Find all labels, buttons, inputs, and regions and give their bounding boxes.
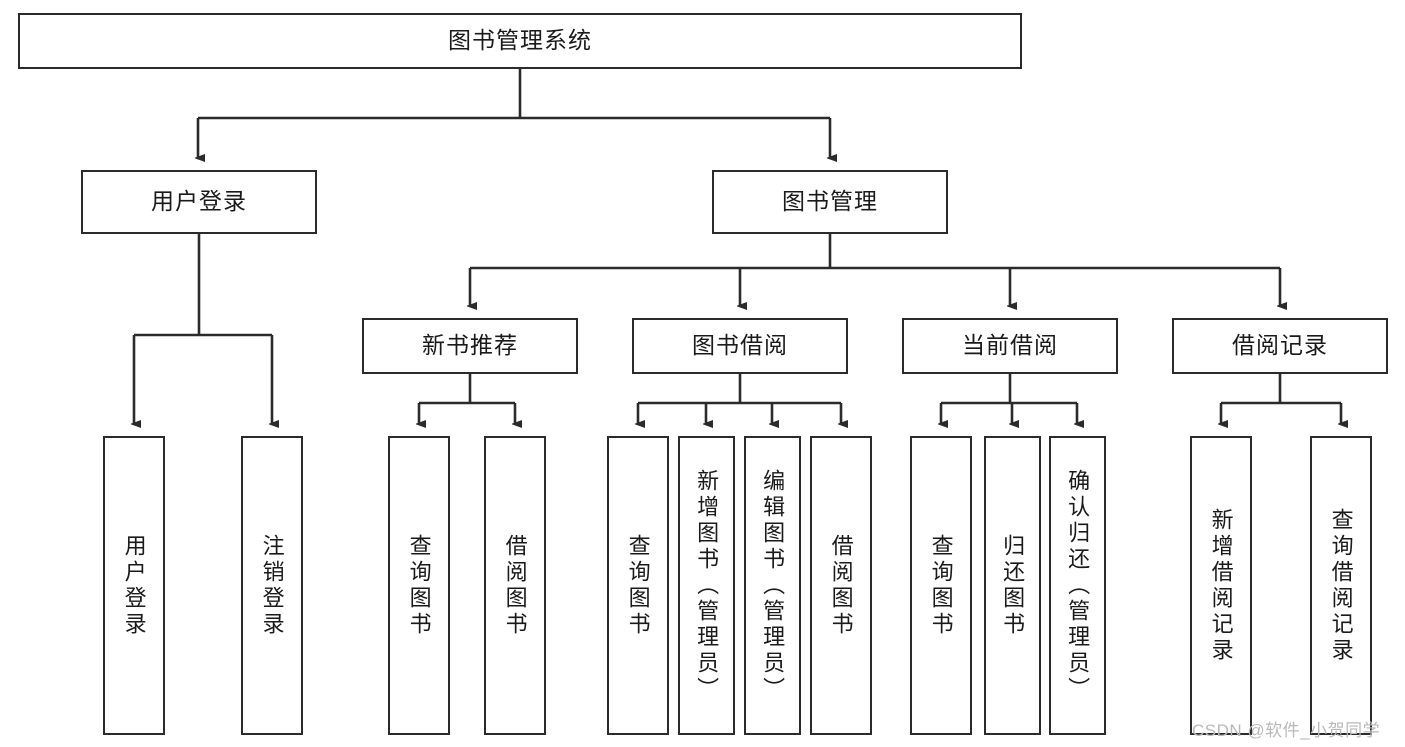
node-root-label: 图书管理系统: [448, 27, 592, 54]
leaf-query-book-recommend-label: 查询图书: [406, 533, 432, 638]
node-current-borrow[interactable]: 当前借阅: [902, 318, 1118, 374]
leaf-borrow-book[interactable]: 借阅图书: [810, 436, 872, 735]
leaf-confirm-return-admin-label: 确认归还（管理员）: [1065, 468, 1091, 703]
node-book-management[interactable]: 图书管理: [712, 170, 948, 234]
node-user-login-label: 用户登录: [151, 188, 247, 215]
leaf-query-book-borrow[interactable]: 查询图书: [607, 436, 669, 735]
edge-root-to-level2: [198, 69, 830, 158]
leaf-query-book-recommend[interactable]: 查询图书: [388, 436, 450, 735]
csdn-watermark: CSDN @软件_小贺同学: [1192, 721, 1381, 740]
leaf-query-book-borrow-label: 查询图书: [625, 533, 651, 638]
edge-bookmgmt-to-level3: [470, 234, 1280, 306]
node-user-login[interactable]: 用户登录: [81, 170, 317, 234]
node-new-book-recommend[interactable]: 新书推荐: [362, 318, 578, 374]
node-current-borrow-label: 当前借阅: [962, 332, 1058, 359]
leaf-logout-label: 注销登录: [259, 533, 285, 638]
leaf-query-book-current-label: 查询图书: [928, 533, 954, 638]
leaf-user-login-label: 用户登录: [121, 533, 147, 638]
leaf-edit-book-admin-label: 编辑图书（管理员）: [760, 468, 786, 703]
node-book-borrow[interactable]: 图书借阅: [632, 318, 848, 374]
leaf-add-borrow-record-label: 新增借阅记录: [1208, 507, 1234, 664]
leaf-user-login[interactable]: 用户登录: [103, 436, 165, 735]
leaf-logout[interactable]: 注销登录: [241, 436, 303, 735]
leaf-return-book[interactable]: 归还图书: [984, 436, 1041, 735]
leaf-borrow-book-label: 借阅图书: [828, 533, 854, 638]
leaf-borrow-book-recommend-label: 借阅图书: [502, 533, 528, 638]
leaf-add-book-admin-label: 新增图书（管理员）: [694, 468, 720, 703]
leaf-query-borrow-record-label: 查询借阅记录: [1328, 507, 1354, 664]
leaf-edit-book-admin[interactable]: 编辑图书（管理员）: [744, 436, 801, 735]
leaf-query-book-current[interactable]: 查询图书: [910, 436, 972, 735]
edge-current-to-leaves: [941, 374, 1077, 424]
node-book-management-label: 图书管理: [782, 188, 878, 215]
leaf-borrow-book-recommend[interactable]: 借阅图书: [484, 436, 546, 735]
edge-borrow-to-leaves: [638, 374, 841, 424]
node-book-borrow-label: 图书借阅: [692, 332, 788, 359]
edge-userlogin-to-leaves: [134, 234, 272, 424]
leaf-add-borrow-record[interactable]: 新增借阅记录: [1190, 436, 1252, 735]
node-borrow-record-label: 借阅记录: [1232, 332, 1328, 359]
leaf-add-book-admin[interactable]: 新增图书（管理员）: [678, 436, 735, 735]
edge-record-to-leaves: [1221, 374, 1341, 424]
leaf-return-book-label: 归还图书: [1000, 533, 1026, 638]
leaf-confirm-return-admin[interactable]: 确认归还（管理员）: [1049, 436, 1106, 735]
node-borrow-record[interactable]: 借阅记录: [1172, 318, 1388, 374]
edge-newbook-to-leaves: [419, 374, 515, 424]
node-root[interactable]: 图书管理系统: [18, 13, 1022, 69]
leaf-query-borrow-record[interactable]: 查询借阅记录: [1310, 436, 1372, 735]
node-new-book-recommend-label: 新书推荐: [422, 332, 518, 359]
